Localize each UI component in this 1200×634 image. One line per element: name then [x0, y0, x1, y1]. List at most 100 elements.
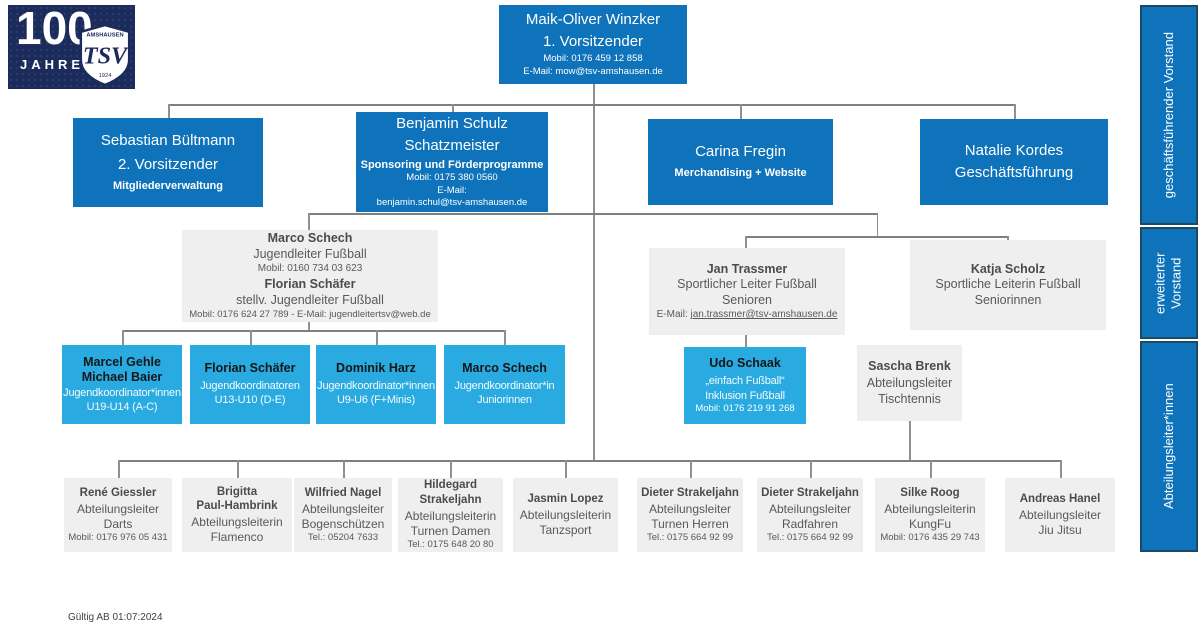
node-dept-turnen-herren: Dieter Strakeljahn Abteilungsleiter Turn… — [637, 478, 743, 552]
sidebar-section-erweiterter-vorstand: erweiterter Vorstand — [1140, 227, 1198, 339]
node-dept-jiu-jitsu: Andreas Hanel Abteilungsleiter Jiu Jitsu — [1005, 478, 1115, 552]
department: Turnen Herren — [651, 517, 729, 532]
age-group: U13-U10 (D-E) — [214, 394, 286, 407]
department: Darts — [103, 517, 133, 532]
person-email-label: E-Mail: — [437, 184, 467, 196]
age-group: U19-U14 (A-C) — [86, 401, 158, 414]
person-role: Abteilungsleiterin — [519, 508, 612, 523]
node-udo-schaak: Udo Schaak „einfach Fußball“ Inklusion F… — [684, 347, 806, 424]
person-duty: Sponsoring und Förderprogramme — [360, 158, 544, 171]
person-mobile: Mobil: 0176 219 91 268 — [695, 402, 795, 414]
person-duty: Merchandising + Website — [674, 167, 807, 180]
person-role: Jugendkoordinator*innen — [317, 380, 435, 393]
person-role: Abteilungsleiterin — [884, 502, 976, 517]
person-name: Sascha Brenk — [868, 358, 951, 373]
crest-year: 1924 — [99, 73, 113, 79]
node-dept-bogenschuetzen: Wilfried Nagel Abteilungsleiter Bogensch… — [294, 478, 392, 552]
person-name: Natalie Kordes — [964, 142, 1064, 159]
person-name: Marcel Gehle — [83, 354, 161, 369]
node-sebastian-bueltmann: Sebastian Bültmann 2. Vorsitzender Mitgl… — [73, 118, 263, 207]
node-dept-tanzsport: Jasmin Lopez Abteilungsleiterin Tanzspor… — [513, 478, 618, 552]
person-name: Marco Schech — [462, 361, 547, 376]
node-jugendkoordinator-u9-u6: Dominik Harz Jugendkoordinator*innen U9-… — [316, 345, 436, 424]
node-sascha-brenk: Sascha Brenk Abteilungsleiter Tischtenni… — [857, 345, 962, 421]
department: Turnen Damen — [410, 524, 491, 539]
connector-v — [1060, 460, 1062, 478]
club-anniversary-logo: 100 JAHRE AMSHAUSEN TSV 1924 — [8, 2, 135, 89]
connector-v — [168, 104, 170, 118]
person-contact: Mobil: 0176 624 27 789 - E-Mail: jugendl… — [189, 308, 431, 320]
connector-v — [122, 330, 124, 345]
person-role: Schatzmeister — [404, 136, 500, 154]
node-katja-scholz: Katja Scholz Sportliche Leiterin Fußball… — [910, 240, 1106, 330]
department: Radfahren — [781, 517, 839, 532]
connector-v — [452, 104, 454, 112]
sidebar-label: Abteilungsleiter*innen — [1160, 383, 1176, 510]
person-name: Dieter Strakeljahn — [641, 486, 739, 499]
person-name: Brigitta — [216, 485, 258, 498]
department: Flamenco — [210, 530, 264, 545]
person-email: E-Mail: mow@tsv-amshausen.de — [523, 65, 663, 77]
connector-h-branch-right — [745, 236, 1008, 238]
program-name: „einfach Fußball“ — [705, 375, 785, 388]
person-email: benjamin.schul@tsv-amshausen.de — [376, 197, 528, 209]
person-role: stellv. Jugendleiter Fußball — [236, 292, 384, 307]
node-jugendleitung-fussball: Marco Schech Jugendleiter Fußball Mobil:… — [182, 230, 438, 322]
node-natalie-kordes: Natalie Kordes Geschäftsführung — [920, 119, 1108, 205]
person-role: Geschäftsführung — [954, 164, 1074, 181]
person-name: Jasmin Lopez — [527, 492, 604, 505]
person-name: Florian Schäfer — [204, 361, 296, 376]
person-role: Abteilungsleiter — [1018, 508, 1102, 523]
department: Bogenschützen — [301, 517, 385, 532]
connector-v — [237, 460, 239, 478]
connector-h-bottom — [118, 460, 1060, 462]
person-contact: Tel.: 0175 664 92 99 — [766, 532, 854, 544]
node-maik-oliver-winzker: Maik-Oliver Winzker 1. Vorsitzender Mobi… — [499, 5, 687, 84]
sidebar-label: erweiterter Vorstand — [1153, 252, 1186, 313]
person-role: Sportlicher Leiter Fußball — [677, 277, 817, 292]
age-group: U9-U6 (F+Minis) — [337, 394, 415, 407]
person-name: Sebastian Bültmann — [100, 131, 236, 149]
person-contact: Tel.: 05204 7633 — [307, 532, 379, 544]
person-email-line: E-Mail: jan.trassmer@tsv-amshausen.de — [657, 308, 838, 321]
department: KungFu — [908, 517, 952, 532]
person-role: Jugendkoordinator*innen — [63, 386, 181, 399]
node-dept-radfahren: Dieter Strakeljahn Abteilungsleiter Radf… — [757, 478, 863, 552]
person-name: Paul-Hambrink — [196, 500, 278, 512]
person-name: Strakeljahn — [419, 493, 482, 506]
person-name: Jan Trassmer — [706, 261, 788, 276]
connector-v — [343, 460, 345, 478]
crest-monogram: TSV — [83, 43, 129, 70]
email-link[interactable]: jan.trassmer@tsv-amshausen.de — [690, 309, 838, 321]
connector-v — [308, 322, 310, 331]
node-jan-trassmer: Jan Trassmer Sportlicher Leiter Fußball … — [649, 248, 845, 335]
age-group: Juniorinnen — [477, 394, 532, 407]
person-name: Dieter Strakeljahn — [761, 486, 859, 499]
person-name: Dominik Harz — [336, 361, 416, 376]
person-role: Jugendkoordinator*in — [454, 380, 555, 393]
person-duty: Mitgliederverwaltung — [112, 179, 224, 192]
sidebar-section-geschaeftsfuehrender-vorstand: geschäftsführender Vorstand — [1140, 5, 1198, 225]
connector-v — [1014, 104, 1016, 119]
node-jugendkoordinator-juniorinnen: Marco Schech Jugendkoordinator*in Junior… — [444, 345, 565, 424]
connector-h-row2 — [168, 104, 1014, 106]
crest-arc-text: AMSHAUSEN — [86, 33, 123, 39]
person-name: Maik-Oliver Winzker — [525, 11, 661, 29]
node-carina-fregin: Carina Fregin Merchandising + Website — [648, 119, 833, 205]
person-name: Udo Schaak — [709, 355, 781, 370]
person-role: Abteilungsleiterin — [191, 515, 283, 530]
person-name: Andreas Hanel — [1019, 492, 1101, 505]
person-role: Abteilungsleiter — [76, 502, 160, 517]
connector-v — [1007, 236, 1009, 242]
node-jugendkoordinator-u19-u14: Marcel Gehle Michael Baier Jugendkoordin… — [62, 345, 182, 424]
sidebar-label-line: erweiterter — [1152, 252, 1168, 314]
person-mobile: Mobil: 0175 380 0560 — [406, 172, 498, 184]
person-name: Carina Fregin — [695, 143, 786, 161]
sidebar-label: geschäftsführender Vorstand — [1160, 31, 1176, 199]
connector-v — [909, 421, 911, 460]
connector-v — [450, 460, 452, 478]
person-role: 2. Vorsitzender — [117, 155, 219, 173]
connector-v — [504, 330, 506, 345]
connector-v — [876, 213, 878, 238]
